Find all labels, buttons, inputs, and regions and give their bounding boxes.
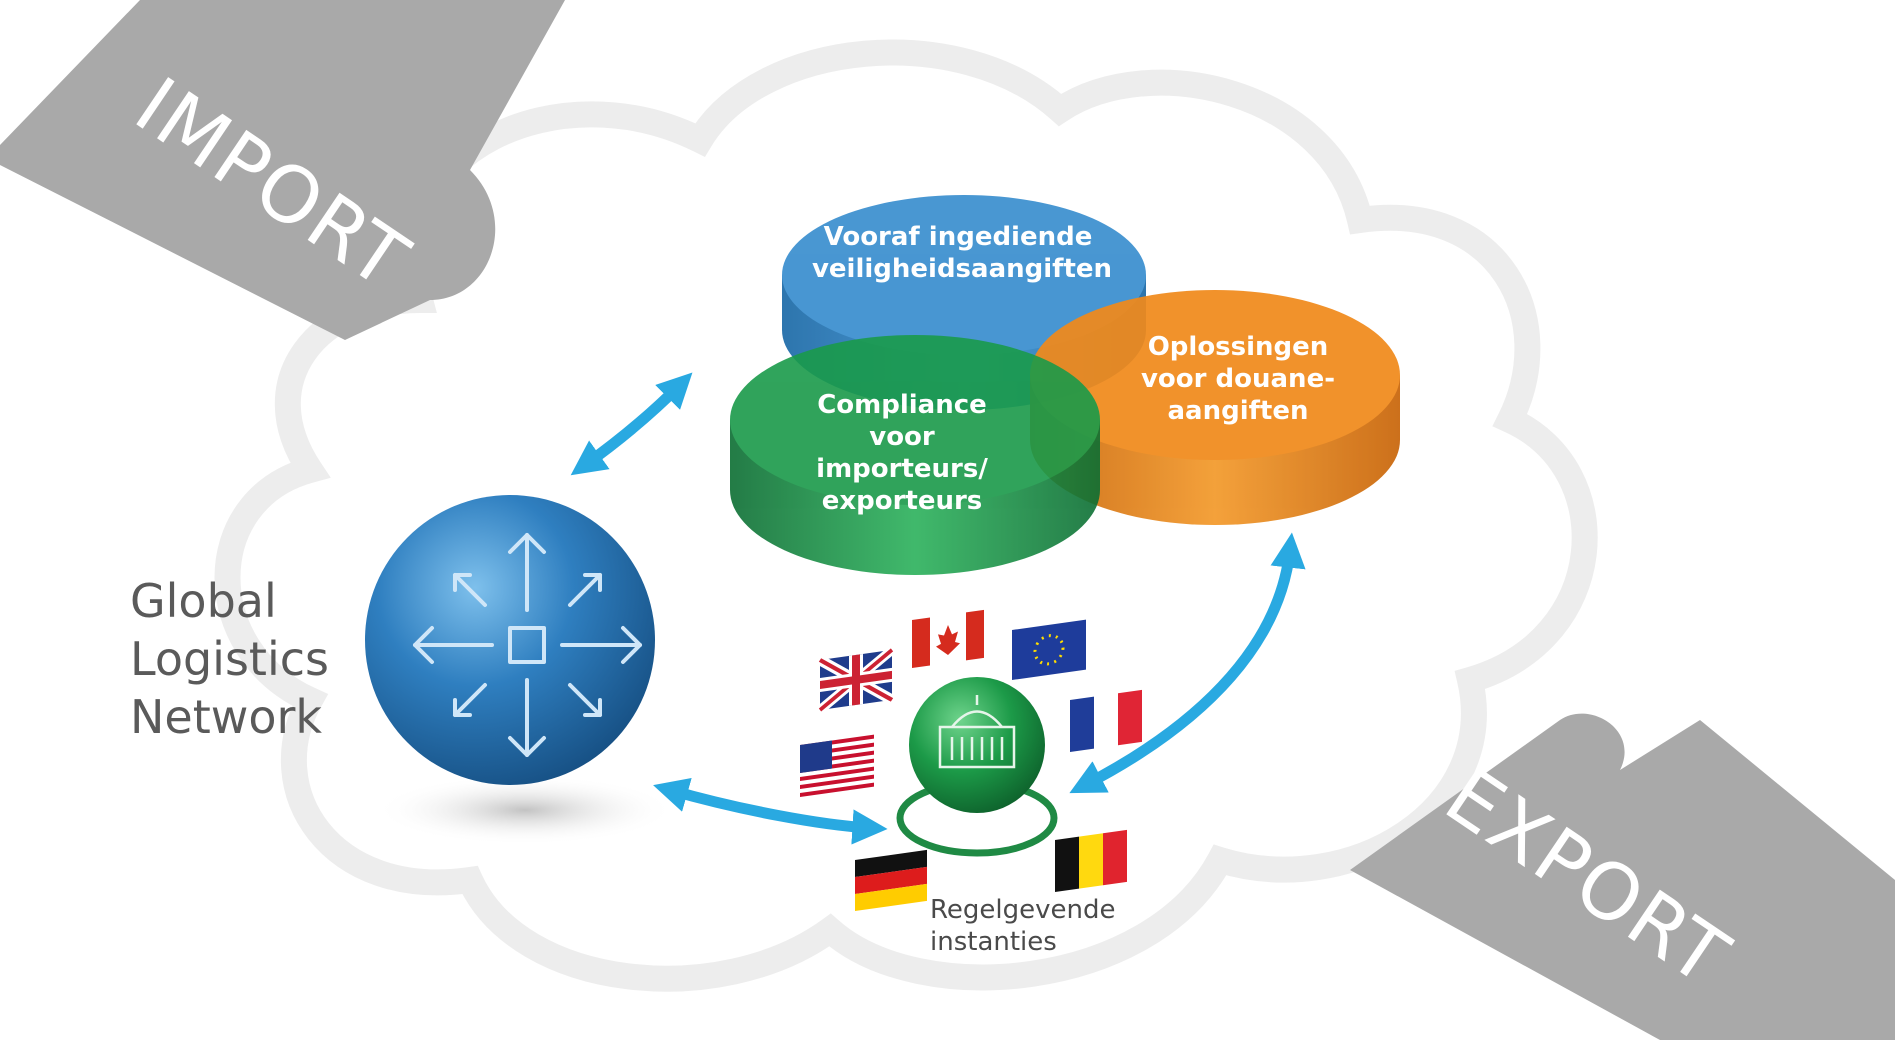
green-label-line-3: importeurs/ bbox=[816, 454, 988, 484]
blue-label-line-1: Vooraf ingediende bbox=[824, 222, 1093, 252]
export-tab-shape bbox=[1350, 713, 1895, 1040]
connector-arrows bbox=[570, 372, 1306, 845]
green-label-line-1: Compliance bbox=[817, 390, 987, 420]
government-building-icon bbox=[938, 695, 1016, 769]
usa-flag bbox=[800, 734, 874, 797]
belgium-flag bbox=[1055, 829, 1127, 892]
network-label-line-3: Network bbox=[130, 690, 322, 744]
network-sphere-group bbox=[365, 495, 675, 845]
blue-label-line-2: veiligheidsaangiften bbox=[812, 254, 1112, 284]
regulators-group bbox=[896, 677, 1058, 857]
regulators-label: Regelgevende instanties bbox=[930, 895, 1115, 957]
network-label-line-2: Logistics bbox=[130, 632, 329, 686]
germany-flag bbox=[855, 849, 927, 911]
eu-flag bbox=[1012, 619, 1086, 680]
import-tab: IMPORT bbox=[0, 0, 565, 340]
green-label-line-2: voor bbox=[869, 422, 935, 452]
green-label-line-4: exporteurs bbox=[822, 486, 983, 516]
blue-cylinder-label: Vooraf ingediende veiligheidsaangiften bbox=[812, 222, 1112, 284]
export-tab: EXPORT bbox=[1350, 713, 1895, 1040]
green-cylinder-label: Compliance voor importeurs/ exporteurs bbox=[816, 390, 988, 516]
green-cylinder bbox=[730, 335, 1100, 575]
regulators-label-line-2: instanties bbox=[930, 927, 1057, 957]
orange-cylinder bbox=[1030, 290, 1400, 525]
orange-label-line-1: Oplossingen bbox=[1148, 332, 1329, 362]
network-label: Global Logistics Network bbox=[130, 574, 329, 744]
import-tab-shape bbox=[0, 0, 565, 340]
network-label-line-1: Global bbox=[130, 574, 277, 628]
france-flag bbox=[1070, 689, 1142, 752]
uk-flag bbox=[817, 646, 895, 714]
orange-label-line-2: voor douane- bbox=[1141, 364, 1335, 394]
regulators-label-line-1: Regelgevende bbox=[930, 895, 1115, 925]
network-sphere-shadow bbox=[375, 775, 675, 845]
orange-cylinder-label: Oplossingen voor douane- aangiften bbox=[1141, 332, 1335, 426]
move-arrows-icon bbox=[413, 533, 642, 757]
orange-label-line-3: aangiften bbox=[1167, 396, 1308, 426]
arrow-network-to-cylinders bbox=[570, 372, 693, 476]
regulator-sphere bbox=[909, 677, 1045, 813]
arrow-regulators-to-orange bbox=[1069, 532, 1306, 794]
arrow-network-to-regulators bbox=[653, 777, 888, 845]
canada-flag bbox=[912, 609, 984, 668]
